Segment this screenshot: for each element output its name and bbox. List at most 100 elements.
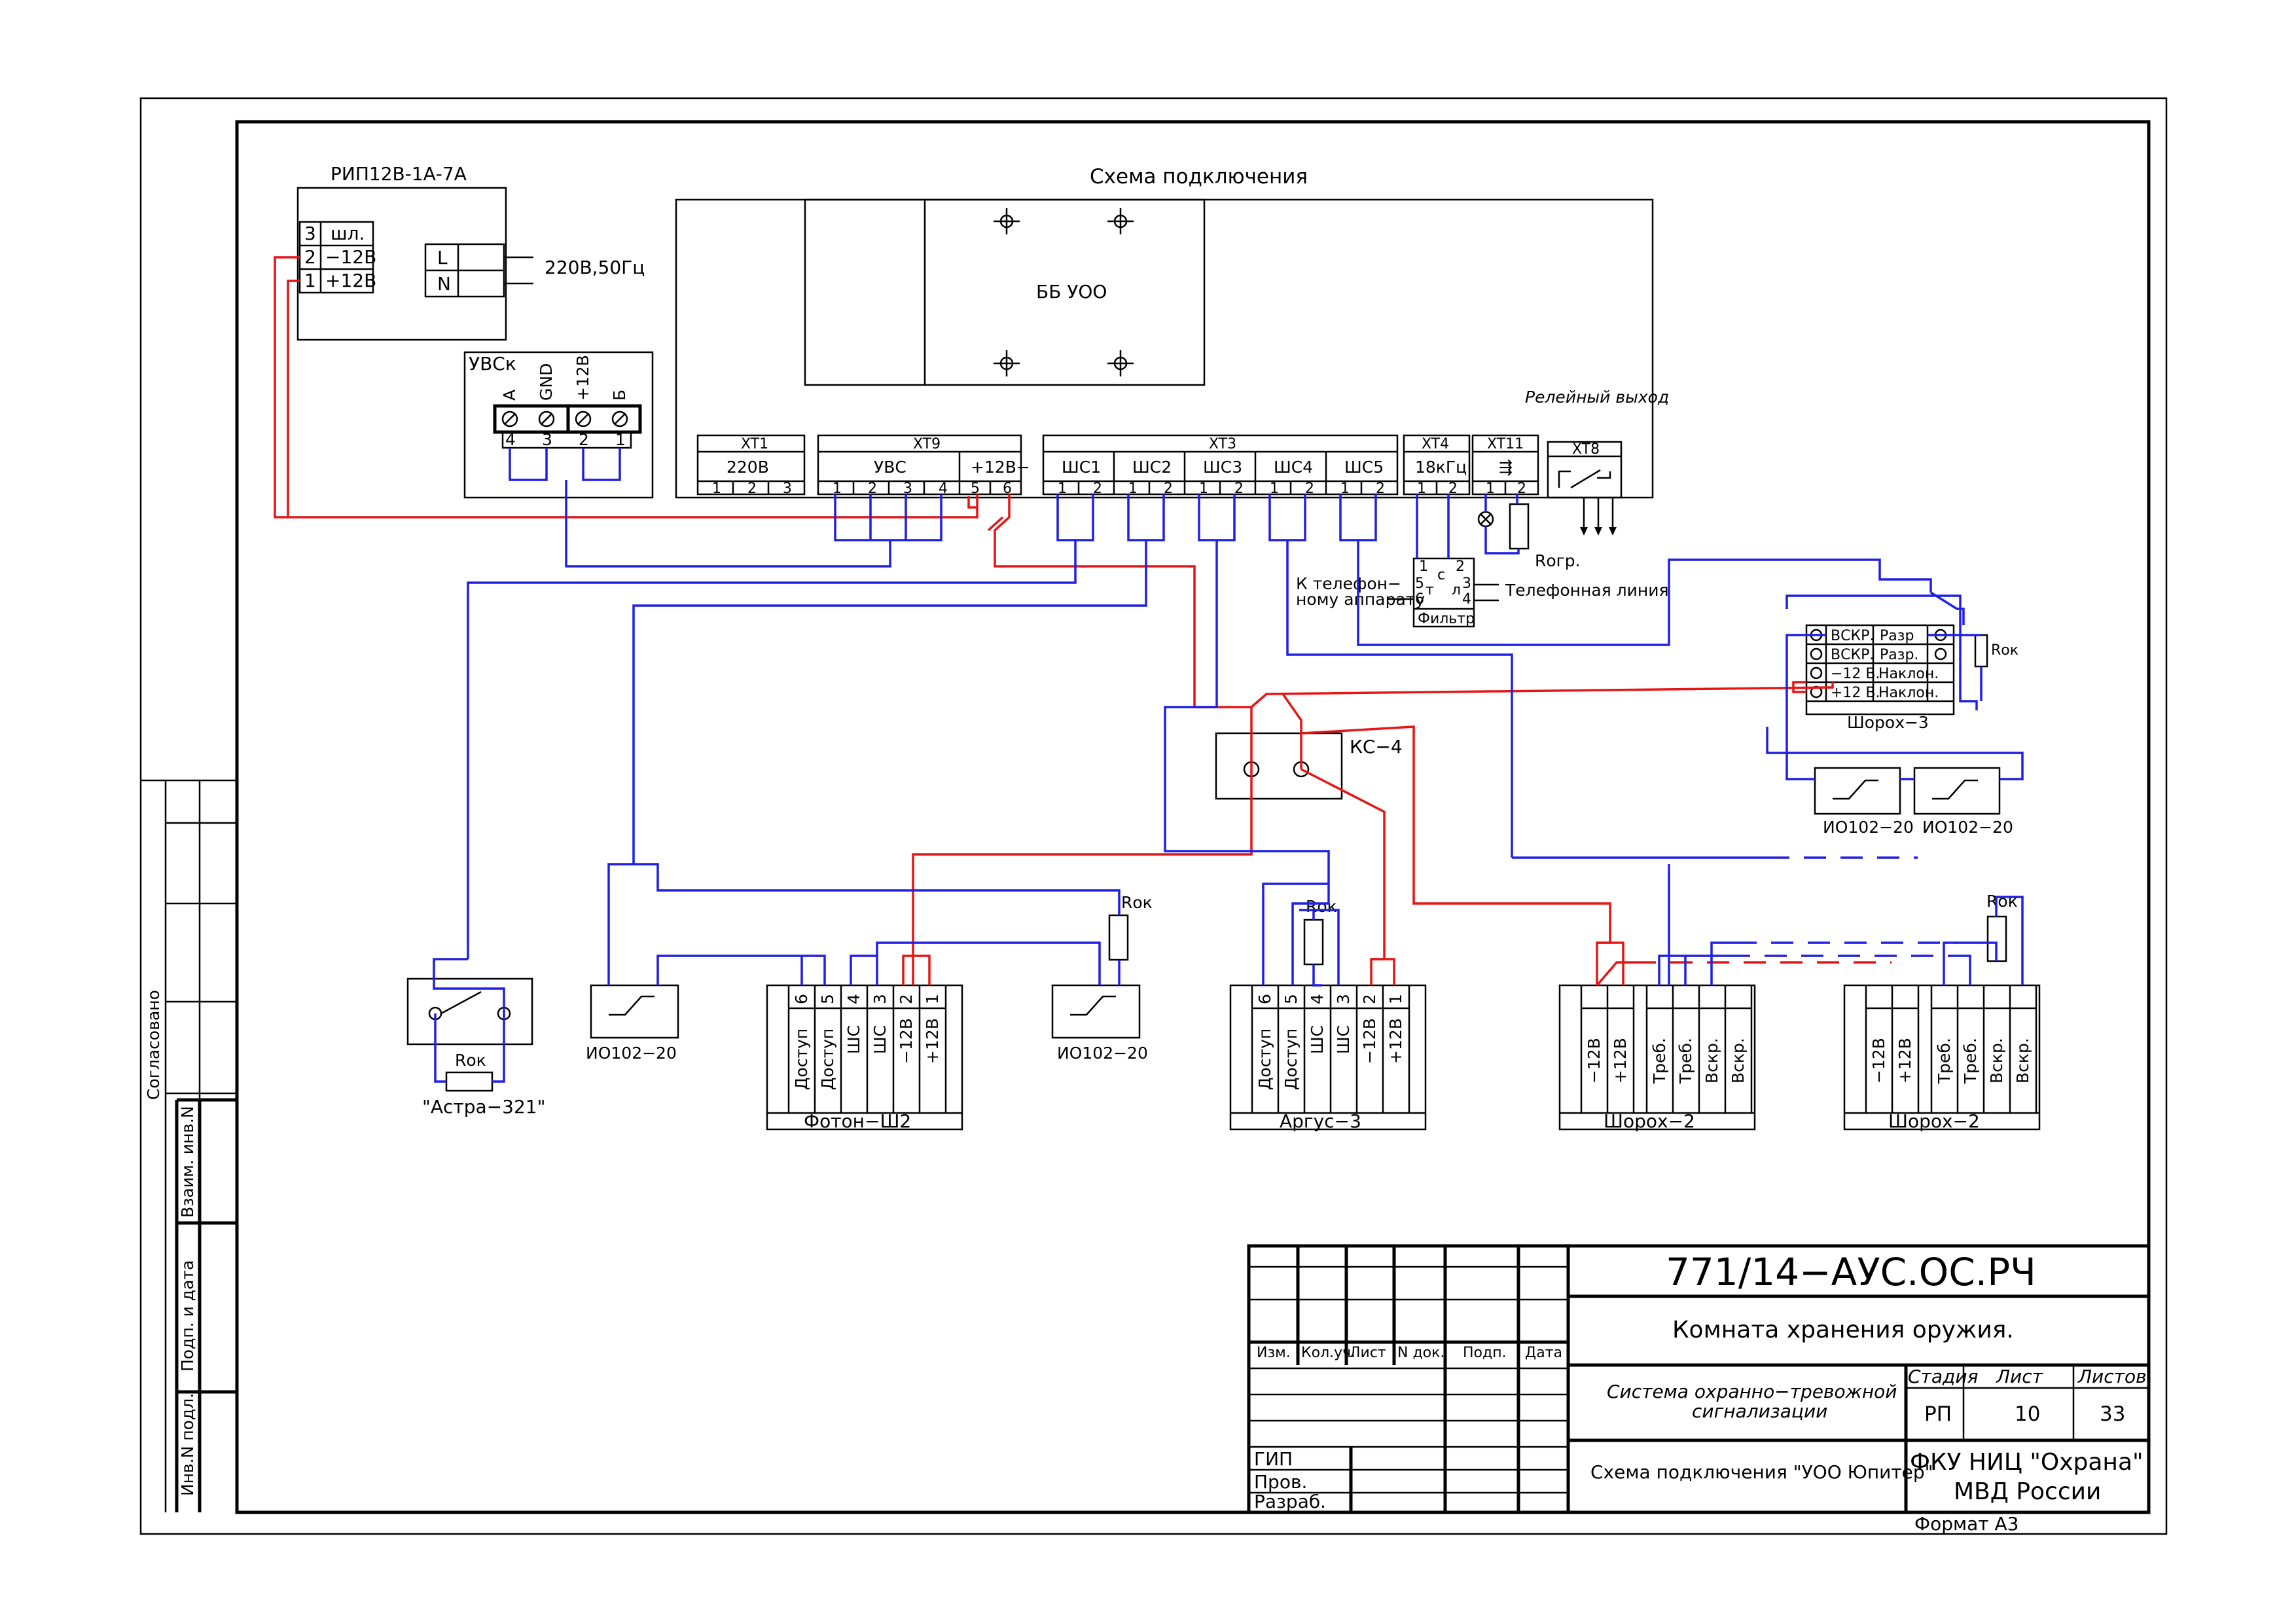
uvsk-term: GND	[537, 363, 556, 401]
shoroh3-row-a: −12 В.	[1831, 666, 1880, 682]
filter-inner: л	[1452, 582, 1461, 598]
relay-output-label: Релейный выход	[1525, 388, 1669, 407]
filter-name: Фильтр	[1418, 611, 1475, 627]
filter-inner: т	[1426, 582, 1434, 598]
xt1-pin: 1	[712, 481, 721, 497]
filter-left-label-1: К телефон−	[1296, 574, 1401, 593]
xt3-pin: 1	[1058, 481, 1067, 497]
tb-system-name-1: Система охранно−тревожной	[1607, 1381, 1897, 1402]
ps-row-label: +12В	[325, 270, 376, 291]
tb-sheet-header: Лист	[1996, 1366, 2043, 1387]
diagram-title: Схема подключения	[1090, 165, 1308, 189]
xt9-pin: 3	[903, 481, 912, 497]
xt11-pin: 1	[1486, 481, 1495, 497]
shoroh2-rok-label: Rок	[1986, 892, 2018, 911]
xt11-pin: 2	[1517, 481, 1526, 497]
filter-pin: 1	[1419, 558, 1428, 575]
crosshair-icon	[994, 208, 1134, 376]
foton-sh2-detector: 6 5 4 3 2 1 Доступ Доступ ШС ШС −12В +12…	[766, 984, 963, 1132]
argus-num: 1	[1386, 994, 1405, 1004]
power-wires	[274, 256, 1892, 987]
xt3-sub: ШС3	[1203, 458, 1242, 477]
xt3-pin: 2	[1093, 481, 1102, 497]
side-podp-label: Подп. и дата	[178, 1260, 197, 1372]
xt9-sub-uvs: УВС	[874, 458, 906, 477]
shoroh3-row-a: ВСКР.	[1831, 647, 1874, 663]
astra-rok-resistor	[445, 1071, 493, 1092]
tb-role: Пров.	[1254, 1471, 1307, 1493]
foton-label: ШС	[870, 1025, 889, 1054]
argus-rok-label: Rок	[1306, 897, 1337, 916]
shoroh2-label: Треб.	[1961, 1038, 1980, 1084]
io102-label: ИО102−20	[1922, 818, 2013, 837]
shoroh3-row-a: +12 В.	[1831, 685, 1880, 701]
shoroh3-rok-resistor	[1974, 634, 1988, 668]
xt3-pin: 2	[1305, 481, 1314, 497]
filter-inner: с	[1437, 567, 1445, 583]
inner-frame	[235, 120, 2151, 1514]
tb-room-name: Комната хранения оружия.	[1672, 1317, 2014, 1343]
foton-num: 1	[923, 994, 942, 1004]
shoroh2-label: +12В	[1895, 1038, 1914, 1084]
shoroh2-detector: −12В +12В Треб. Треб. Вскр. Вскр. Шорох−…	[1558, 984, 1756, 1132]
shoroh2-name: Шорох−2	[1888, 1110, 1980, 1132]
shoroh3-row-b: Разр.	[1880, 647, 1918, 663]
ps-row-num: 3	[304, 223, 316, 244]
tb-role: Разраб.	[1254, 1491, 1326, 1512]
tb-document-code: 771/14−АУС.ОС.РЧ	[1666, 1250, 2036, 1294]
argus-label: Доступ	[1282, 1029, 1300, 1090]
argus-num: 4	[1308, 994, 1327, 1004]
shoroh3-row-b: Разр	[1880, 628, 1914, 644]
shoroh3-row-a: ВСКР.	[1831, 628, 1874, 644]
argus-rok-resistor	[1303, 919, 1324, 966]
power-supply: РИП12В-1А-7А 3 шл. 2 −12В 1 +12В L N 220…	[296, 163, 645, 341]
argus-label: Доступ	[1255, 1029, 1274, 1090]
io102-detector: ИО102−20	[1814, 767, 1914, 837]
tb-sheets-header: Листов	[2077, 1366, 2147, 1387]
foton-num: 2	[897, 994, 916, 1004]
tb-sheet-name: Схема подключения "УОО Юпитер"	[1590, 1461, 1933, 1483]
side-agreed-label: Согласовано	[144, 990, 163, 1100]
xt3-sub: ШС4	[1274, 458, 1313, 477]
shoroh3-row-b: Наклон.	[1878, 685, 1939, 701]
xt9-pin: 4	[939, 481, 948, 497]
filter-right-label: Телефонная линия	[1505, 581, 1669, 600]
argus-label: ШС	[1334, 1025, 1353, 1054]
io102-label: ИО102−20	[1057, 1044, 1148, 1063]
xt9-name: XT9	[913, 436, 941, 452]
lamp-indicator-icon	[1477, 511, 1494, 528]
tb-col-header: Дата	[1525, 1345, 1562, 1361]
xt4-pin: 1	[1417, 481, 1426, 497]
xt4-name: XT4	[1422, 436, 1449, 452]
filter-pin: 2	[1456, 558, 1465, 575]
xt3-pin: 1	[1340, 481, 1350, 497]
argus-num: 6	[1255, 994, 1274, 1004]
foton-label: ШС	[844, 1025, 863, 1054]
astra-rok-label: Rок	[455, 1051, 486, 1070]
foton-num: 4	[844, 994, 863, 1004]
ps-row-num: 2	[304, 246, 316, 268]
tb-stage-value: РП	[1924, 1402, 1952, 1426]
foton-label: +12В	[923, 1018, 942, 1064]
xt3-name: XT3	[1209, 436, 1236, 452]
tb-col-header: Кол.уч.	[1301, 1345, 1355, 1361]
ks4-label: КС−4	[1350, 736, 1403, 757]
xt4-pin: 2	[1448, 481, 1458, 497]
xt3-pin-numbers: 1 2 1 2 1 2 1 2 1 2	[1058, 481, 1385, 497]
io102-label: ИО102−20	[1823, 818, 1914, 837]
tb-col-header: N док.	[1397, 1345, 1444, 1361]
foton-name: Фотон−Ш2	[804, 1110, 911, 1132]
power-supply-name: РИП12В-1А-7А	[331, 163, 467, 185]
filter-pin: 3	[1462, 575, 1471, 592]
shoroh3-detector: ВСКР. Разр ВСКР. Разр. −12 В. Наклон. +1…	[1805, 624, 2018, 732]
ps-row-label: шл.	[331, 223, 365, 244]
uvsk-term: A	[500, 390, 519, 401]
shoroh2-label: +12В	[1611, 1038, 1630, 1084]
xt11-name: XT11	[1487, 436, 1524, 452]
argus-num: 5	[1282, 994, 1300, 1004]
xt3-pin: 2	[1164, 481, 1173, 497]
shoroh2-label: Вскр.	[1987, 1038, 2006, 1084]
xt1-pin: 3	[783, 481, 792, 497]
shoroh3-rok-label: Rок	[1991, 642, 2018, 659]
argus-num: 3	[1334, 994, 1353, 1004]
